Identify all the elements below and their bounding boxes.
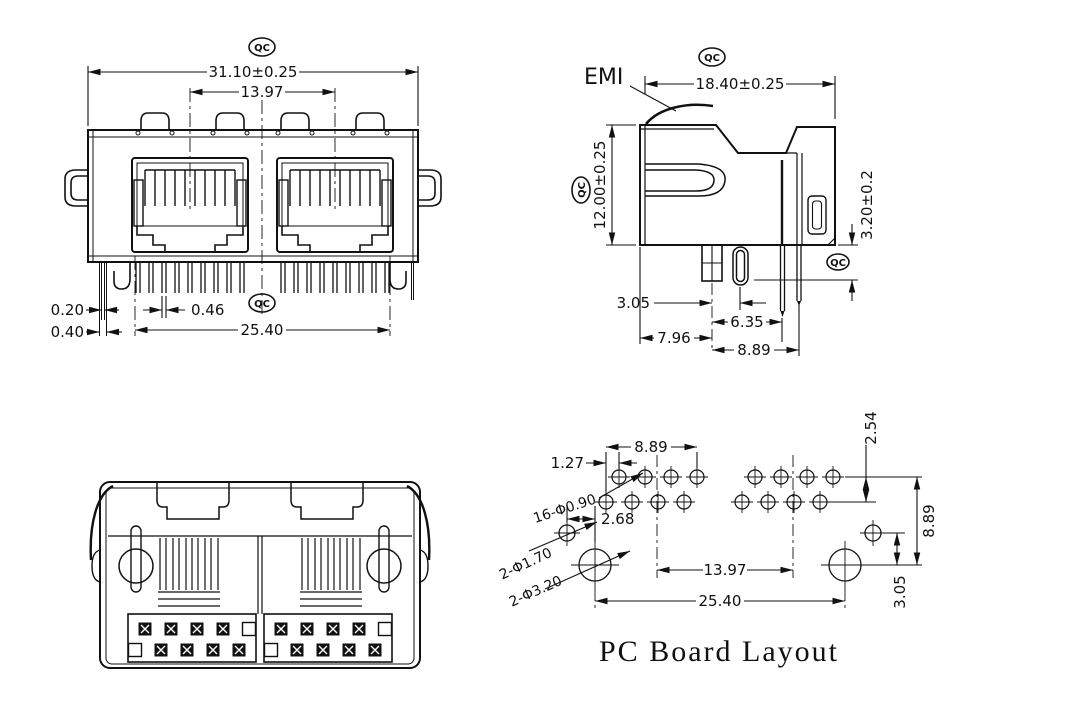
locating-holes xyxy=(554,520,886,589)
qc-stamp-side-left: QC xyxy=(571,176,591,204)
solder-legs-right xyxy=(280,262,390,293)
pcb-layout xyxy=(528,439,922,609)
dim-side-889: 8.89 xyxy=(737,341,770,359)
dim-pcb-889-right: 8.89 xyxy=(920,504,938,537)
shield-hook-right xyxy=(389,262,407,290)
dim-front-port-pitch: 13.97 xyxy=(241,83,284,101)
boss-left xyxy=(118,548,154,584)
svg-text:QC: QC xyxy=(254,43,270,54)
mount-window xyxy=(807,195,827,235)
dim-side-320: 3.20±0.2 xyxy=(858,170,876,240)
top-notch-right xyxy=(290,482,364,520)
top-notch-left xyxy=(156,482,230,520)
front-pin xyxy=(779,245,786,311)
dim-side-depth: 18.40±0.25 xyxy=(696,75,785,93)
dim-pcb-1397: 13.97 xyxy=(704,561,747,579)
dim-pcb-2540: 25.40 xyxy=(699,592,742,610)
label-pcb-big-holes: 2-Φ3.20 xyxy=(507,573,565,610)
dim-side-635: 6.35 xyxy=(730,313,763,331)
bottom-view xyxy=(89,481,431,669)
label-pcb-holes: 16-Φ0.90 xyxy=(531,492,598,527)
svg-text:QC: QC xyxy=(577,182,588,198)
left-ear xyxy=(64,169,88,207)
emi-label: EMI xyxy=(584,65,623,90)
pin-block-left xyxy=(127,613,257,663)
right-ear xyxy=(418,169,442,207)
dim-side-305: 3.05 xyxy=(617,294,650,312)
svg-text:QC: QC xyxy=(254,299,270,310)
dim-pcb-254: 2.54 xyxy=(862,411,880,444)
shield-hook-left xyxy=(113,262,131,290)
side-bump-left xyxy=(91,549,101,583)
emi-spring xyxy=(644,103,714,125)
pin-block-right xyxy=(263,613,393,663)
dim-side-796: 7.96 xyxy=(657,329,690,347)
pin-pads xyxy=(127,621,393,658)
center-divider xyxy=(257,536,263,614)
qc-stamp-side-right: QC xyxy=(826,253,850,271)
svg-text:QC: QC xyxy=(704,53,720,64)
pcb-centerlines xyxy=(594,455,846,608)
mounting-peg xyxy=(701,244,723,282)
qc-stamp-front-top: QC xyxy=(248,37,276,57)
standoff-post xyxy=(732,246,749,286)
svg-text:QC: QC xyxy=(830,258,846,269)
qc-stamp-front-bottom: QC xyxy=(248,293,276,313)
dim-pcb-305: 3.05 xyxy=(891,575,909,608)
rivet-dots xyxy=(135,130,390,136)
dim-front-040: 0.40 xyxy=(51,323,84,341)
dim-pcb-127: 1.27 xyxy=(551,454,584,472)
boss-right xyxy=(366,548,402,584)
front-view-dimensions xyxy=(86,64,419,338)
side-view-dimensions xyxy=(606,76,858,358)
latch-slot xyxy=(645,163,726,197)
panel-tabs xyxy=(99,262,414,336)
emi-leader xyxy=(629,85,677,112)
dim-front-020: 0.20 xyxy=(51,301,84,319)
emi-wire-left xyxy=(89,484,114,561)
emi-wire-right xyxy=(406,484,431,561)
dim-front-width: 31.10±0.25 xyxy=(209,63,298,81)
dim-pcb-889-top: 8.89 xyxy=(634,438,667,456)
front-centerlines xyxy=(134,88,391,336)
dim-front-2540: 25.40 xyxy=(241,321,284,339)
qc-stamp-side-top: QC xyxy=(698,47,726,67)
pin-holes xyxy=(595,466,844,513)
solder-legs-left xyxy=(135,262,245,293)
back-leg xyxy=(796,245,802,301)
comb-left xyxy=(158,538,220,607)
comb-right xyxy=(300,538,362,607)
side-bump-right xyxy=(419,549,429,583)
slot-right xyxy=(378,525,390,593)
dim-front-046: 0.46 xyxy=(191,301,224,319)
dim-pcb-268: 2.68 xyxy=(601,510,634,528)
front-view xyxy=(64,112,442,336)
dim-side-height: 12.00±0.25 xyxy=(591,141,609,230)
shield-tabs xyxy=(140,112,385,130)
side-view xyxy=(639,103,836,317)
pcb-layout-title: PC Board Layout xyxy=(599,635,839,668)
pcb-dimensions xyxy=(528,439,922,609)
slot-left xyxy=(130,525,142,593)
